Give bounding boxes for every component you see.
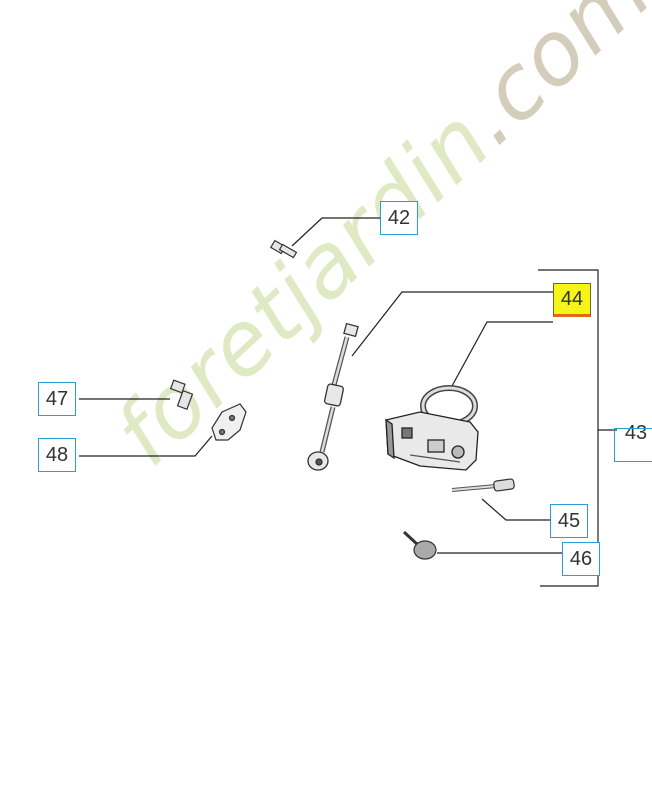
callout-47[interactable]: 47 (38, 382, 76, 416)
callout-43-frame (614, 428, 652, 462)
leader-line-45 (481, 498, 550, 521)
callout-43[interactable]: 43 (624, 421, 648, 444)
screw-icon (269, 239, 298, 259)
callout-42[interactable]: 42 (380, 201, 418, 235)
leader-line-44-lower (451, 321, 553, 387)
callout-46[interactable]: 46 (562, 542, 600, 576)
oil-nozzle-icon (169, 379, 194, 410)
bracket-43 (538, 269, 599, 587)
oil-pump-housing-icon (385, 385, 479, 471)
callout-45[interactable]: 45 (550, 504, 588, 538)
callout-48[interactable]: 48 (38, 438, 76, 472)
leader-line-48 (79, 435, 213, 457)
plug-icon (402, 530, 437, 560)
callout-44[interactable]: 44 (553, 283, 591, 317)
leader-line-42 (291, 217, 380, 247)
oil-tube-icon (307, 322, 359, 471)
leader-line-44-upper (351, 291, 553, 357)
worm-gear-shaft-icon (451, 478, 515, 492)
gasket-icon (211, 403, 247, 441)
